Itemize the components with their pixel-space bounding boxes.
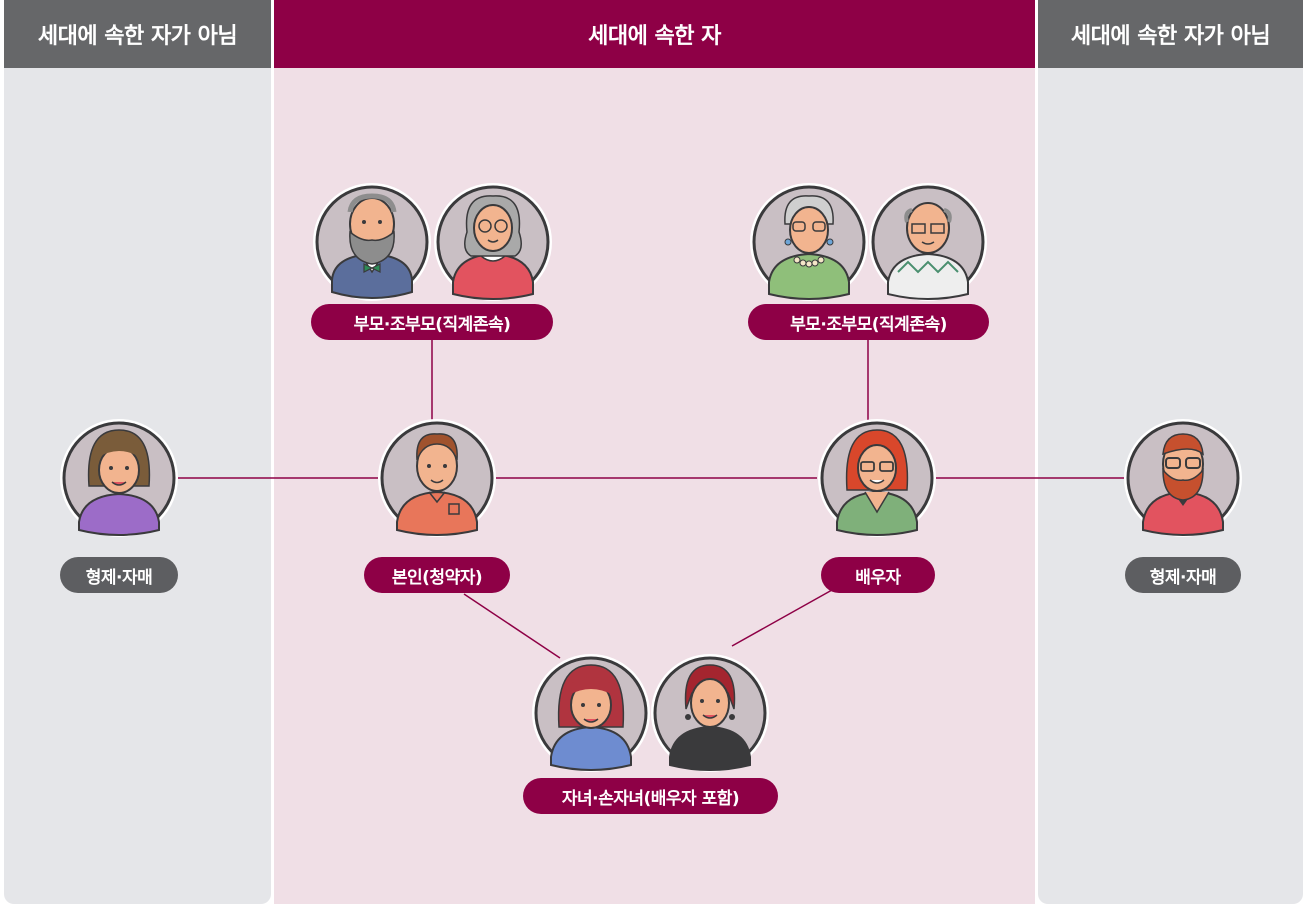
- label-parents-left: 부모·조부모(직계존속): [311, 304, 553, 340]
- grandmother-avatar-icon: [748, 181, 870, 303]
- grandfather-avatar-icon: [867, 181, 989, 303]
- granddaughter-avatar-icon: [649, 652, 771, 774]
- line-self-to-children: [463, 593, 561, 659]
- column-header-right: 세대에 속한 자가 아님: [1038, 0, 1303, 68]
- column-not-household-left: 세대에 속한 자가 아님: [4, 0, 271, 904]
- column-header-left: 세대에 속한 자가 아님: [4, 0, 271, 68]
- grandmother-avatar-icon: [432, 181, 554, 303]
- label-children: 자녀·손자녀(배우자 포함): [523, 778, 778, 814]
- self-man-avatar-icon: [376, 417, 498, 539]
- sister-avatar-icon: [58, 417, 180, 539]
- label-self: 본인(청약자): [364, 557, 510, 593]
- connector-lines: [178, 338, 1124, 659]
- column-header-middle: 세대에 속한 자: [274, 0, 1035, 68]
- label-parents-right: 부모·조부모(직계존속): [748, 304, 989, 340]
- line-spouse-to-children: [731, 589, 833, 647]
- daughter-avatar-icon: [530, 652, 652, 774]
- label-sibling-left: 형제·자매: [60, 557, 178, 593]
- label-spouse: 배우자: [821, 557, 935, 593]
- label-sibling-right: 형제·자매: [1125, 557, 1241, 593]
- brother-avatar-icon: [1122, 417, 1244, 539]
- spouse-woman-avatar-icon: [816, 417, 938, 539]
- grandfather-avatar-icon: [311, 181, 433, 303]
